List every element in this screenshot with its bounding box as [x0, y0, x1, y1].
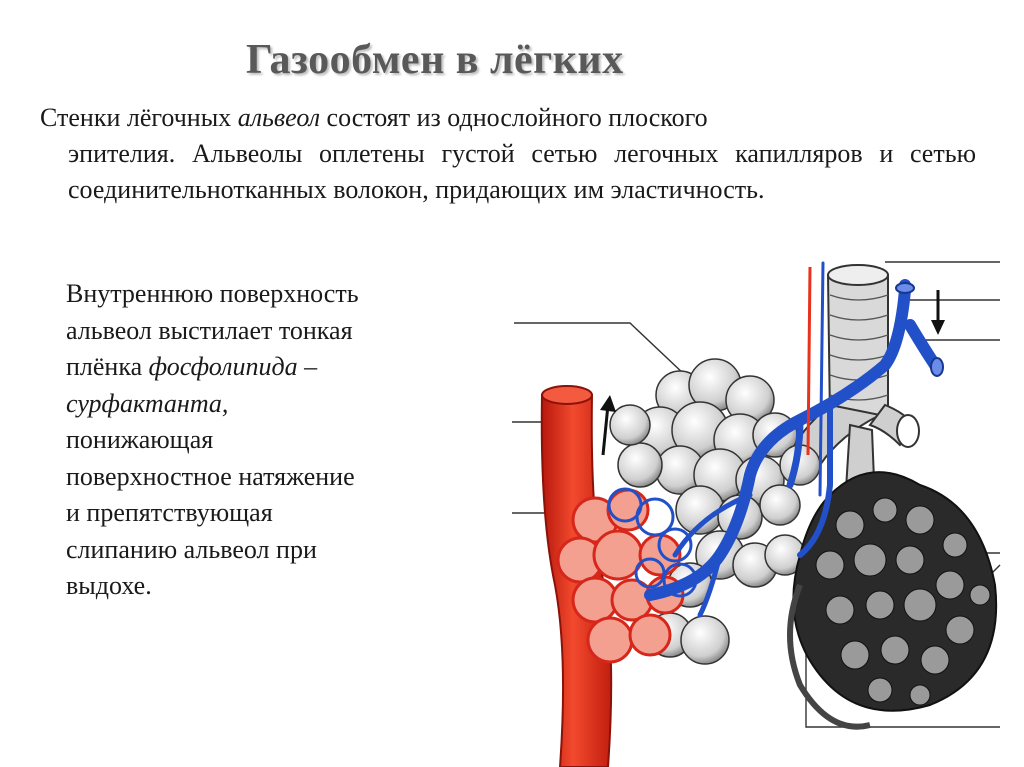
alveoli-diagram	[512, 261, 1001, 767]
page-title: Газообмен в лёгких	[246, 37, 624, 83]
side-line: Внутреннюю поверхность	[66, 279, 359, 308]
label-line	[514, 322, 686, 376]
intro-text-1: Стенки лёгочных	[40, 103, 238, 132]
side-line: и препятствующая	[66, 498, 273, 527]
side-line: выдохе.	[66, 571, 152, 600]
flow-arrows	[600, 290, 945, 456]
intro-italic-term: альвеол	[237, 103, 321, 132]
side-line: слипанию альвеол при	[66, 534, 317, 564]
side-line: понижающая	[66, 425, 214, 454]
side-line: плёнка	[66, 352, 149, 381]
intro-paragraph: Стенки лёгочных альвеол состоят из однос…	[40, 100, 976, 208]
label-line	[805, 645, 1000, 728]
side-line: поверхностное натяжение	[66, 461, 355, 491]
intro-rest: эпителия. Альвеолы оплетены густой сетью…	[68, 139, 976, 204]
intro-first-line: Стенки лёгочных альвеол состоят из однос…	[40, 100, 976, 136]
side-italic: сурфактанта,	[66, 388, 229, 418]
side-line: альвеол выстилает тонкая	[66, 315, 353, 345]
arteriole	[806, 266, 812, 456]
capillary-network-blue	[607, 487, 698, 598]
intro-text-2: состоят из однослойного плоского	[320, 103, 708, 132]
side-paragraph: Внутреннюю поверхность альвеол выстилает…	[66, 276, 466, 605]
alveolar-sac-dark	[787, 471, 998, 730]
side-italic: фосфолипида –	[148, 352, 318, 381]
vein-openings	[895, 282, 944, 377]
veins	[644, 261, 941, 618]
